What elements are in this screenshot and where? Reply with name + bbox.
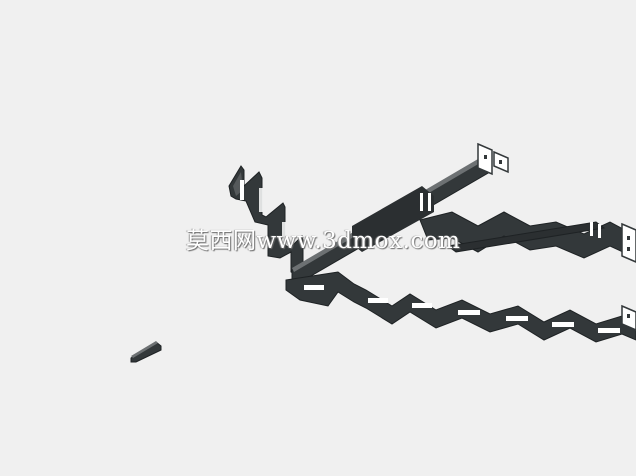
upper-end-bracket (477, 142, 509, 176)
lower-stepped-stringer (285, 271, 636, 343)
middle-end-bracket (621, 222, 636, 263)
lower-end-bracket (621, 304, 636, 331)
small-bracket-part-icon[interactable] (130, 341, 162, 363)
upper-stepped-stringer (419, 211, 636, 259)
left-stepped-side-plate (228, 165, 304, 277)
watermark-text: 莫西网www.3dmox.com (186, 228, 461, 254)
